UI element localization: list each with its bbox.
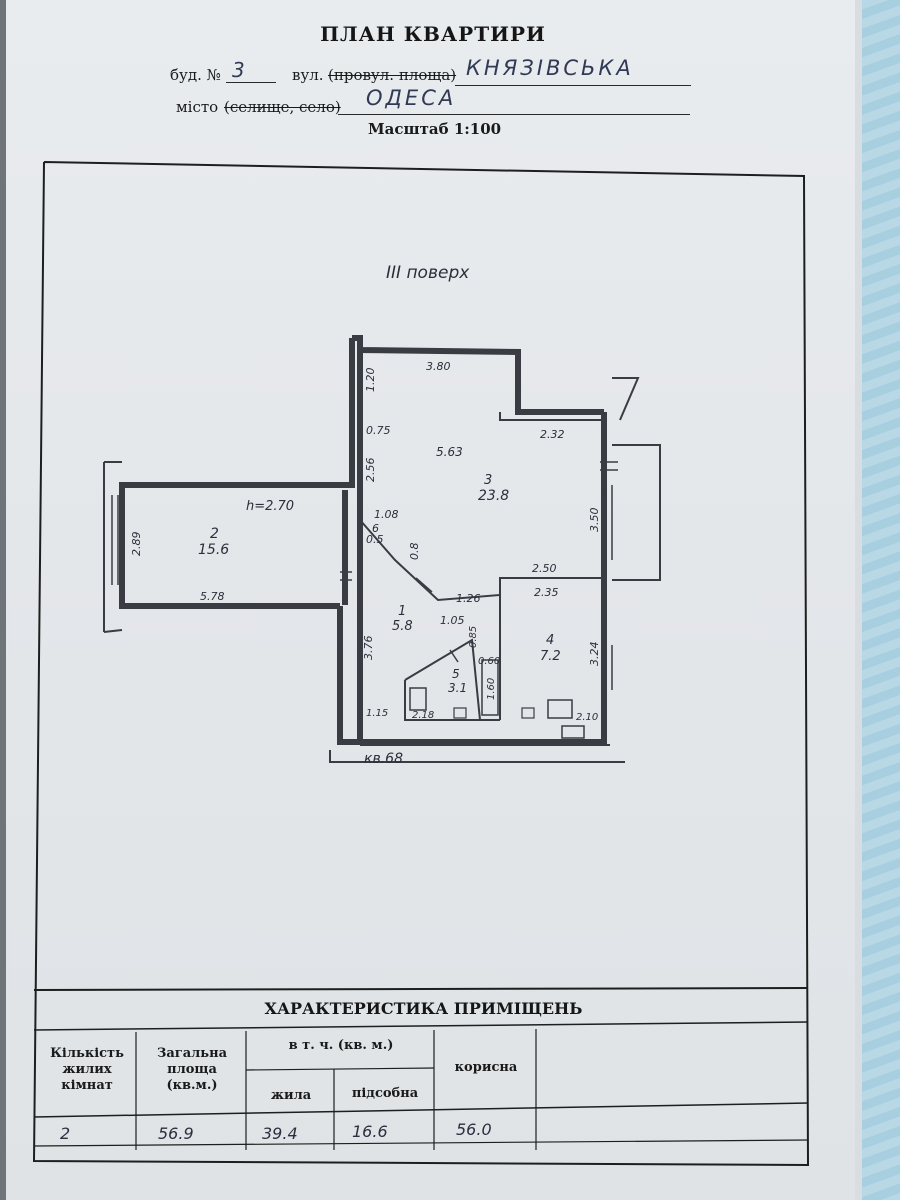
room-2-area: 15.6 xyxy=(198,542,229,558)
city-label-struck: (селище, село) xyxy=(224,98,341,116)
col-rooms-header: Кількість жилих кімнат xyxy=(50,1046,124,1093)
room-2-number: 2 xyxy=(210,526,219,542)
floor-note: III поверх xyxy=(386,263,470,283)
col-aux-header: підсобна xyxy=(351,1086,419,1101)
dim-2-18: 2.18 xyxy=(412,710,434,721)
radiator-icon xyxy=(561,725,585,739)
height-note: h=2.70 xyxy=(246,499,294,514)
city-underline xyxy=(338,114,690,115)
dim-1-15: 1.15 xyxy=(366,708,388,719)
col-incl-header: в т. ч. (кв. м.) xyxy=(288,1038,394,1053)
stove-icon xyxy=(547,699,573,719)
col-total-header: Загальна площа (кв.м.) xyxy=(156,1046,228,1093)
table-header-line xyxy=(33,1021,809,1031)
room-3-area: 23.8 xyxy=(478,488,509,504)
dim-1-20: 1.20 xyxy=(364,368,377,393)
table-top-line xyxy=(33,987,809,991)
dim-0-8: 0.8 xyxy=(408,543,421,561)
scale-label: Масштаб 1:100 xyxy=(368,120,502,138)
document-title: ПЛАН КВАРТИРИ xyxy=(320,22,546,46)
dim-1-26: 1.26 xyxy=(456,592,481,605)
dim-3-76: 3.76 xyxy=(362,636,375,661)
street-label-struck: (провул. площа) xyxy=(328,66,457,84)
room-6-area: 0.5 xyxy=(366,533,384,546)
room-5-number: 5 xyxy=(452,667,460,681)
room-6-number: 6 xyxy=(372,522,379,535)
apartment-note: кв.68 xyxy=(364,751,403,767)
table-row-line xyxy=(33,1139,809,1147)
apartment-walls xyxy=(119,335,607,745)
value-rooms: 2 xyxy=(60,1124,71,1143)
document-sheet xyxy=(6,0,858,1200)
table-subheader-line xyxy=(245,1067,435,1071)
dim-1-08: 1.08 xyxy=(374,508,399,521)
page-edge xyxy=(855,0,865,1200)
dim-2-50: 2.50 xyxy=(532,562,557,575)
dim-0-75: 0.75 xyxy=(366,424,391,437)
dim-1-60: 1.60 xyxy=(486,678,497,700)
city-label-prefix: місто xyxy=(176,98,219,116)
dim-2-56: 2.56 xyxy=(364,458,377,483)
kitchen-sink-icon xyxy=(521,707,535,719)
value-useful: 56.0 xyxy=(456,1120,492,1139)
dim-2-10: 2.10 xyxy=(576,712,598,723)
room-4-number: 4 xyxy=(546,633,554,648)
characteristics-title: ХАРАКТЕРИСТИКА ПРИМІЩЕНЬ xyxy=(264,999,583,1018)
building-label: буд. № xyxy=(170,66,221,84)
street-label-prefix: вул. xyxy=(292,66,324,84)
door-mark xyxy=(415,577,433,593)
room-3-number: 3 xyxy=(484,473,492,488)
street-value: КНЯЗІВСЬКА xyxy=(466,56,634,80)
bathtub-icon xyxy=(481,659,499,716)
toilet-icon xyxy=(409,687,427,711)
interior-walls xyxy=(103,377,661,763)
value-total: 56.9 xyxy=(158,1124,194,1143)
plan-frame xyxy=(32,161,810,1167)
value-aux: 16.6 xyxy=(352,1122,388,1141)
dim-5-78: 5.78 xyxy=(200,590,225,603)
room-4-area: 7.2 xyxy=(540,649,561,664)
dim-3-50: 3.50 xyxy=(588,508,601,533)
dim-0-85: 0.85 xyxy=(468,626,479,648)
dim-2-35: 2.35 xyxy=(534,586,559,599)
dim-3-80: 3.80 xyxy=(426,360,451,373)
building-underline xyxy=(226,82,276,83)
room-1-number: 1 xyxy=(398,604,406,619)
city-value: ОДЕСА xyxy=(366,86,457,110)
dim-3-24: 3.24 xyxy=(588,642,601,667)
building-value: 3 xyxy=(232,58,248,82)
table-body-line xyxy=(33,1102,809,1118)
room-1-area: 5.8 xyxy=(392,619,413,634)
col-useful-header: корисна xyxy=(454,1060,518,1075)
dim-5-63: 5.63 xyxy=(436,445,463,459)
dim-2-89: 2.89 xyxy=(130,532,143,557)
windows xyxy=(111,461,618,690)
sink-icon xyxy=(453,707,467,719)
dim-1-05: 1.05 xyxy=(440,614,465,627)
door-mark-bath xyxy=(449,649,459,663)
street-underline xyxy=(455,85,691,86)
certificate-edge xyxy=(862,0,900,1200)
value-living: 39.4 xyxy=(262,1124,298,1143)
col-living-header: жила xyxy=(270,1088,312,1103)
room-5-area: 3.1 xyxy=(448,681,467,695)
dim-2-32: 2.32 xyxy=(540,428,565,441)
dim-0-60: 0.60 xyxy=(478,656,500,667)
